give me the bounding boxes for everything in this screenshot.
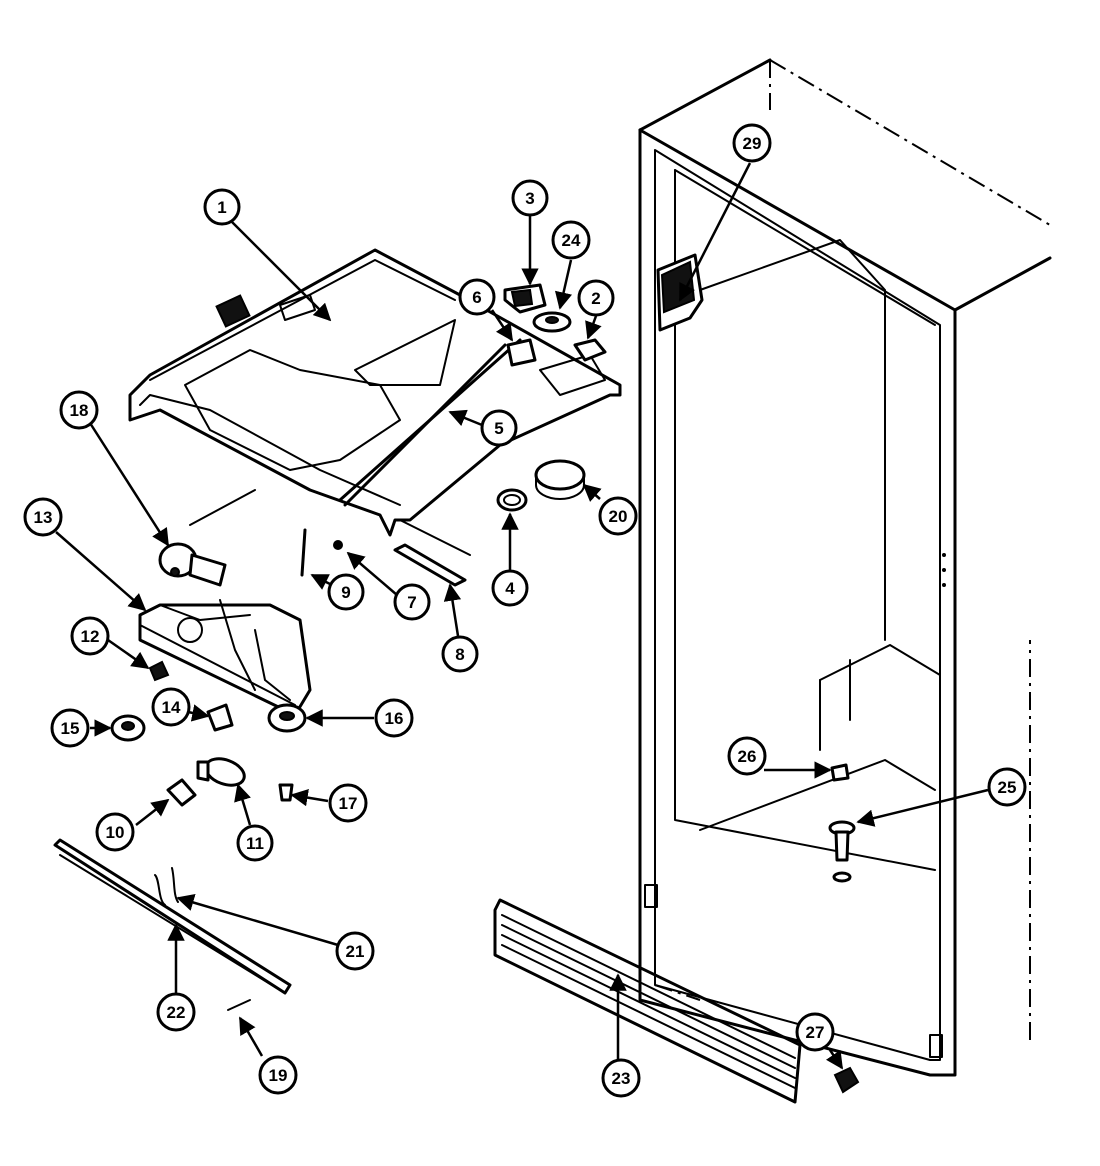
svg-text:9: 9 (341, 583, 350, 602)
callout-21: 21 (335, 931, 375, 971)
part-9-screw (300, 528, 307, 577)
callout-3: 3 (511, 179, 549, 217)
part-26-clip (830, 763, 850, 782)
svg-text:2: 2 (591, 289, 600, 308)
svg-text:21: 21 (346, 942, 365, 961)
callout-23: 23 (601, 1058, 641, 1098)
part-24-bushing (532, 311, 572, 333)
svg-text:19: 19 (269, 1066, 288, 1085)
svg-text:22: 22 (167, 1003, 186, 1022)
svg-text:6: 6 (472, 288, 481, 307)
svg-text:17: 17 (339, 794, 358, 813)
callout-7: 7 (393, 583, 431, 621)
part-15-ring (110, 714, 146, 742)
callout-10: 10 (95, 812, 135, 852)
part-17-screw (278, 783, 294, 802)
leader-lines (55, 162, 989, 1070)
svg-text:5: 5 (494, 419, 503, 438)
part-20-disc (534, 459, 586, 500)
part-19-screw (227, 999, 251, 1011)
part-10-lamp-socket (166, 778, 197, 807)
callout-13: 13 (23, 497, 63, 537)
part-12-clip (148, 660, 170, 682)
callout-8: 8 (441, 635, 479, 673)
part-14-socket (206, 703, 234, 732)
svg-text:16: 16 (385, 709, 404, 728)
svg-text:7: 7 (407, 593, 416, 612)
callout-27: 27 (795, 1012, 835, 1052)
callout-9: 9 (327, 573, 365, 611)
svg-text:18: 18 (70, 401, 89, 420)
part-1-control-cover (128, 248, 622, 556)
part-8-strip (393, 543, 467, 587)
svg-text:8: 8 (455, 645, 464, 664)
svg-text:24: 24 (562, 231, 581, 250)
svg-text:1: 1 (217, 198, 226, 217)
callout-20: 20 (598, 496, 638, 536)
part-11-bulb (196, 757, 246, 787)
cabinet (638, 58, 1052, 1077)
callout-22: 22 (156, 992, 196, 1032)
callout-29: 29 (732, 123, 772, 163)
part-29-hinge-plate (656, 253, 704, 332)
callout-2: 2 (577, 279, 615, 317)
part-13-housing (138, 599, 312, 717)
svg-text:14: 14 (162, 698, 181, 717)
part-27-clip (833, 1066, 860, 1094)
part-23-toe-grille (493, 898, 802, 1104)
svg-text:27: 27 (806, 1023, 825, 1042)
callout-11: 11 (236, 824, 274, 862)
svg-text:15: 15 (61, 719, 80, 738)
callout-26: 26 (727, 736, 767, 776)
svg-text:23: 23 (612, 1069, 631, 1088)
callout-12: 12 (70, 616, 110, 656)
part-25-bolt (828, 820, 856, 883)
part-2-clip (573, 338, 607, 362)
svg-text:10: 10 (106, 823, 125, 842)
svg-text:29: 29 (743, 134, 762, 153)
svg-text:4: 4 (505, 579, 515, 598)
callout-16: 16 (374, 698, 414, 738)
callout-24: 24 (551, 220, 591, 260)
callout-17: 17 (328, 783, 368, 823)
part-7-screw (333, 540, 343, 550)
callout-4: 4 (491, 569, 529, 607)
part-16-ring (267, 703, 307, 733)
part-3-bracket (503, 283, 547, 314)
part-6-knob (506, 338, 537, 367)
callout-1: 1 (203, 188, 241, 226)
callout-15: 15 (50, 708, 90, 748)
svg-text:12: 12 (81, 627, 100, 646)
svg-text:20: 20 (609, 507, 628, 526)
svg-text:13: 13 (34, 508, 53, 527)
callout-5: 5 (480, 409, 518, 447)
svg-text:26: 26 (738, 747, 757, 766)
callout-14: 14 (151, 687, 191, 727)
svg-text:3: 3 (525, 189, 534, 208)
callout-18: 18 (59, 390, 99, 430)
svg-text:25: 25 (998, 778, 1017, 797)
callout-19: 19 (258, 1055, 298, 1095)
part-22-rail (53, 838, 292, 995)
part-18-motor (158, 489, 256, 587)
callout-6: 6 (458, 278, 496, 316)
callout-25: 25 (987, 767, 1027, 807)
svg-text:11: 11 (246, 834, 264, 853)
part-4-ring (496, 488, 528, 512)
